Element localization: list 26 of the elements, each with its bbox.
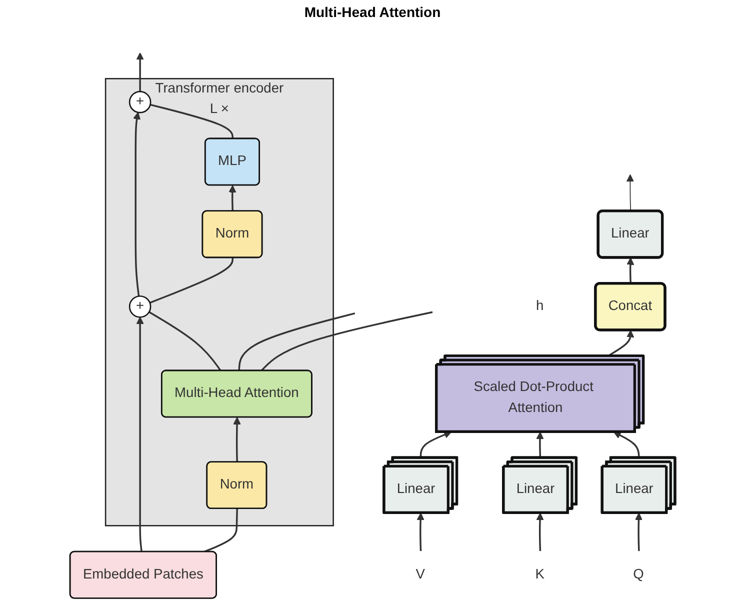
connector <box>203 508 238 553</box>
arrow <box>416 512 424 552</box>
node-circle: + <box>128 90 152 114</box>
arrow <box>626 174 634 212</box>
connector <box>238 312 356 371</box>
arrow <box>634 512 643 552</box>
arrow <box>420 431 452 458</box>
panel-heading: Multi-Head Attention <box>304 4 441 20</box>
arrow <box>136 316 144 552</box>
arrow <box>233 417 241 462</box>
arrow <box>133 112 141 296</box>
node-text: V <box>416 567 425 582</box>
arrow <box>626 258 634 284</box>
arrow <box>136 52 144 92</box>
connector <box>148 311 222 372</box>
connector <box>260 311 433 372</box>
connector <box>150 258 234 304</box>
arrow <box>536 432 544 458</box>
node-text: K <box>535 567 544 582</box>
node-text: Q <box>633 567 644 582</box>
arrow <box>228 185 236 212</box>
node-label: h <box>536 298 544 314</box>
arrow <box>614 432 640 458</box>
arrow <box>536 512 544 552</box>
connector <box>150 104 234 139</box>
node-circle: + <box>128 295 152 318</box>
